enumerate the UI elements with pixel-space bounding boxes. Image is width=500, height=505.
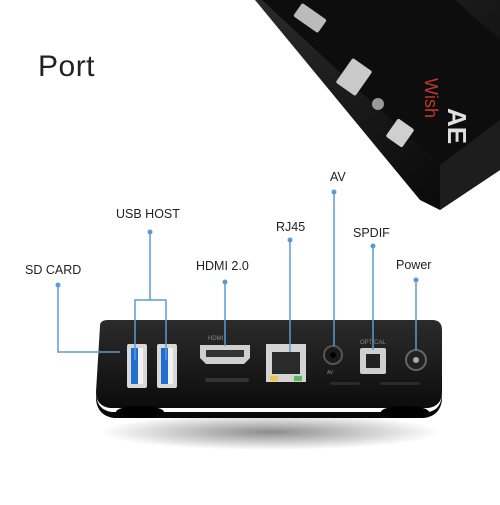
rj45-port [266,344,306,382]
label-av: AV [330,170,346,184]
brand-text: Wish [421,78,441,118]
usb-port-2 [157,344,177,388]
label-hdmi: HDMI 2.0 [196,259,249,273]
callout-dots [55,189,419,288]
top-hdmi-port [293,3,327,33]
av-jack: AV [323,345,343,376]
av-marking: AV [327,370,334,376]
sd-card-slot [205,378,249,382]
power-jack [405,349,427,371]
label-rj45: RJ45 [276,220,306,234]
hdmi-port: HDMI [200,336,250,382]
top-optical-port [386,119,414,147]
label-power: Power [396,258,432,272]
usb-port-1 [127,344,147,388]
top-device-view: Wish AE [255,0,500,210]
page-heading: Port [38,50,96,83]
device-shadow [100,414,440,450]
label-spdif: SPDIF [353,226,390,240]
callout-lines [57,192,417,360]
callout-usb-1 [134,232,151,360]
hdmi-marking: HDMI [208,336,224,342]
label-sd-card: SD CARD [25,263,82,277]
callout-usb-2 [150,299,167,360]
brand-logo: Wish AE [421,78,472,144]
top-usb-port [336,58,372,96]
label-usb-host: USB HOST [116,207,180,221]
callout-sd-card [57,285,120,353]
brand-logo-mark: AE [442,108,472,144]
top-av-jack [372,98,384,110]
main-device: HDMI AV OPTICAL [96,320,442,418]
